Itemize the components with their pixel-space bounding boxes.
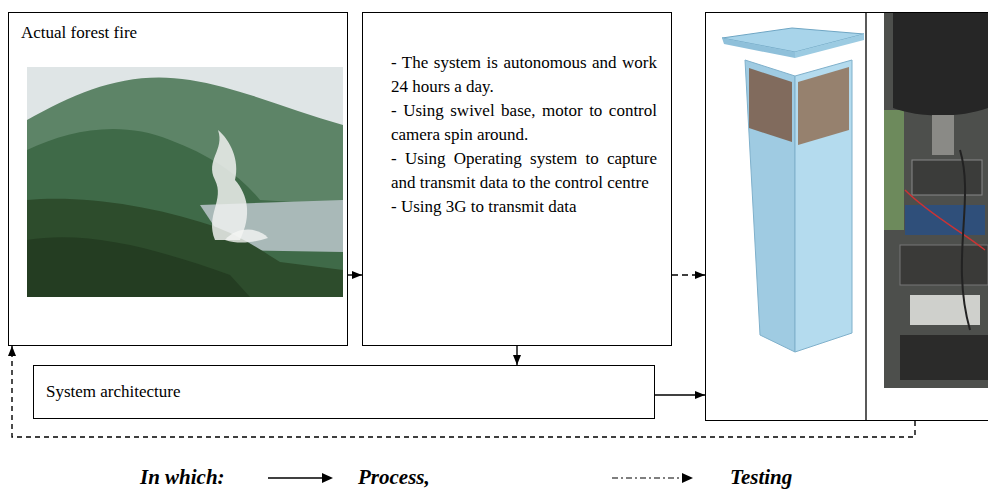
foliage: [884, 110, 904, 230]
image-panel: Actual forest fire: [8, 12, 348, 346]
hardware-photo: [884, 12, 988, 388]
wire: [960, 150, 970, 330]
far-hill: [27, 77, 343, 297]
legend-entry: Process,: [358, 465, 430, 490]
device-panel: [705, 12, 988, 421]
legend-testing-sample: [612, 477, 682, 478]
enclosure-lid-rim: [722, 38, 795, 58]
controller: [900, 245, 988, 285]
legend-arrowhead: [322, 473, 333, 483]
wire: [905, 190, 985, 250]
near-forest: [27, 199, 343, 297]
legend-entry: Testing: [730, 465, 792, 490]
enclosure-window: [749, 68, 792, 142]
smoke: [212, 130, 247, 240]
battery: [900, 335, 988, 380]
bullet-text: - The system is autonomous and work 24 h…: [391, 51, 657, 99]
enclosure-side: [745, 60, 795, 352]
smoke: [225, 230, 268, 243]
enclosure-window: [798, 67, 849, 145]
panel-divider: [865, 12, 866, 420]
process-arrow: [348, 274, 362, 275]
testing-arrow: [672, 274, 705, 275]
legend-arrowhead: [682, 473, 693, 483]
photo-background: [884, 12, 988, 388]
legend-process-sample: [268, 477, 322, 479]
testing-arrow: [12, 346, 915, 437]
bullet-text: - Using swivel base, motor to control ca…: [391, 99, 657, 147]
enclosure-front: [795, 60, 852, 352]
camera-mount: [932, 115, 954, 155]
description-box: - The system is autonomous and work 24 h…: [362, 12, 672, 346]
box-label: Actual forest fire: [21, 21, 335, 45]
motor: [912, 160, 982, 195]
module: [910, 295, 980, 325]
bullet-text: - Using Operating system to capture and …: [391, 147, 657, 195]
box-label: System architecture: [46, 380, 642, 404]
legend-text: Process,: [358, 465, 430, 489]
forest-fire-photo: [27, 67, 343, 297]
process-arrow: [516, 346, 517, 365]
foreground-trees: [27, 237, 250, 297]
sky: [27, 67, 343, 297]
enclosure-lid-rim: [795, 34, 864, 58]
bullet-text: - Using 3G to transmit data: [391, 195, 657, 219]
circuit-board: [905, 205, 985, 235]
process-arrow: [655, 394, 705, 395]
legend-text: Testing: [730, 465, 792, 489]
architecture-box: System architecture: [33, 365, 655, 419]
legend-heading: In which:: [140, 465, 225, 490]
mid-hill: [27, 129, 343, 297]
camera-enclosure: [722, 28, 864, 352]
camera-housing: [893, 12, 988, 116]
